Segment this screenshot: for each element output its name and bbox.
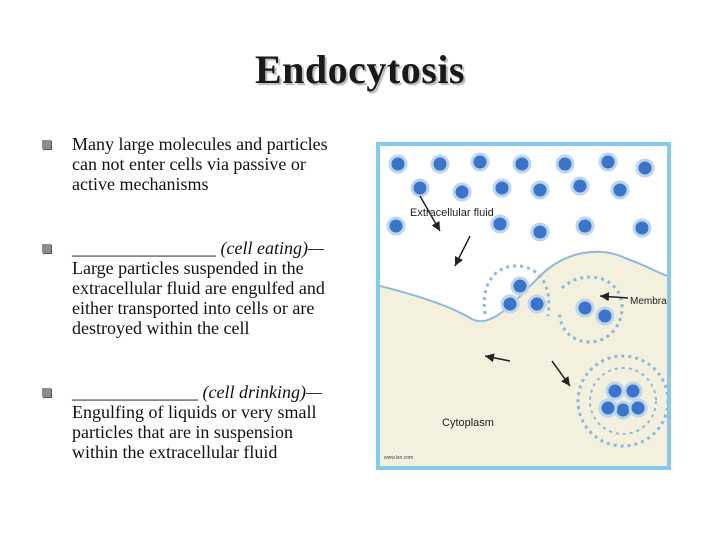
arrow-group [419,195,629,387]
particle-icon [490,214,510,234]
particle-icon [452,182,472,202]
membrane-label: Membrane [630,296,667,307]
particle-icon [598,152,618,172]
bullet-text-line: particles that are in suspension [72,422,293,442]
particle-icon [623,381,643,401]
bullet-item: ______________ (cell drinking)— Engulfin… [38,382,368,462]
fill-in-blank: ________________ [72,238,216,258]
particle-icon [575,298,595,318]
bullet-first-line: ________________ (cell eating)— [72,238,368,258]
bullet-text-line: active mechanisms [72,174,209,194]
bullet-list: Many large molecules and particles can n… [38,134,368,462]
square-bullet-icon [42,140,51,149]
bullet-text-line: Large particles suspended in the [72,258,304,278]
term-cell-drinking: (cell drinking)— [202,382,322,402]
arrow-icon [419,195,441,232]
particle-icon [527,294,547,314]
arrow-icon [454,235,471,267]
arrow-icon [484,353,511,363]
particle-icon [632,218,652,238]
particle-icon [530,222,550,242]
arrow-icon [551,360,571,387]
particle-icon [555,154,575,174]
bullet-text-line: either transported into cells or are [72,298,315,318]
particle-icon [598,398,618,418]
particle-icon [512,154,532,174]
particle-group [386,152,655,420]
particle-icon [386,216,406,236]
bullet-item: ________________ (cell eating)— Large pa… [38,238,368,382]
particle-icon [500,294,520,314]
particle-icon [628,398,648,418]
cytoplasm-label: Cytoplasm [442,417,494,429]
particle-icon [492,178,512,198]
fill-in-blank: ______________ [72,382,198,402]
particle-icon [410,178,430,198]
endocytosis-diagram: Extracellular fluid Membrane Cytoplasm w… [376,142,671,470]
extracellular-fluid-label: Extracellular fluid [410,207,494,219]
engulfing-pocket [482,264,624,344]
particle-icon [635,158,655,178]
bullet-text-line: destroyed within the cell [72,318,250,338]
arrow-icon [599,292,629,302]
square-bullet-icon [42,388,51,397]
slide-title: Endocytosis [255,47,465,92]
particle-icon [613,400,633,420]
image-credit: www.lsn.com [384,455,413,461]
bullet-text-line: within the extracellular fluid [72,442,278,462]
particle-icon [530,180,550,200]
particle-icon [570,176,590,196]
particle-icon [605,381,625,401]
bullet-text-line: Engulfing of liquids or very small [72,402,317,422]
particle-icon [510,276,530,296]
square-bullet-icon [42,244,51,253]
particle-icon [575,216,595,236]
bullet-first-line: ______________ (cell drinking)— [72,382,368,402]
term-cell-eating: (cell eating)— [220,238,324,258]
particle-icon [610,180,630,200]
bullet-text-line: Many large molecules and particles [72,134,328,154]
bullet-text-line: extracellular fluid are engulfed and [72,278,325,298]
particle-icon [430,154,450,174]
bullet-text-line: can not enter cells via passive or [72,154,306,174]
endocytosis-illustration: Extracellular fluid Membrane Cytoplasm w… [380,146,667,466]
particle-icon [388,154,408,174]
particle-icon [595,306,615,326]
particle-icon [470,152,490,172]
bullet-item: Many large molecules and particles can n… [38,134,368,238]
